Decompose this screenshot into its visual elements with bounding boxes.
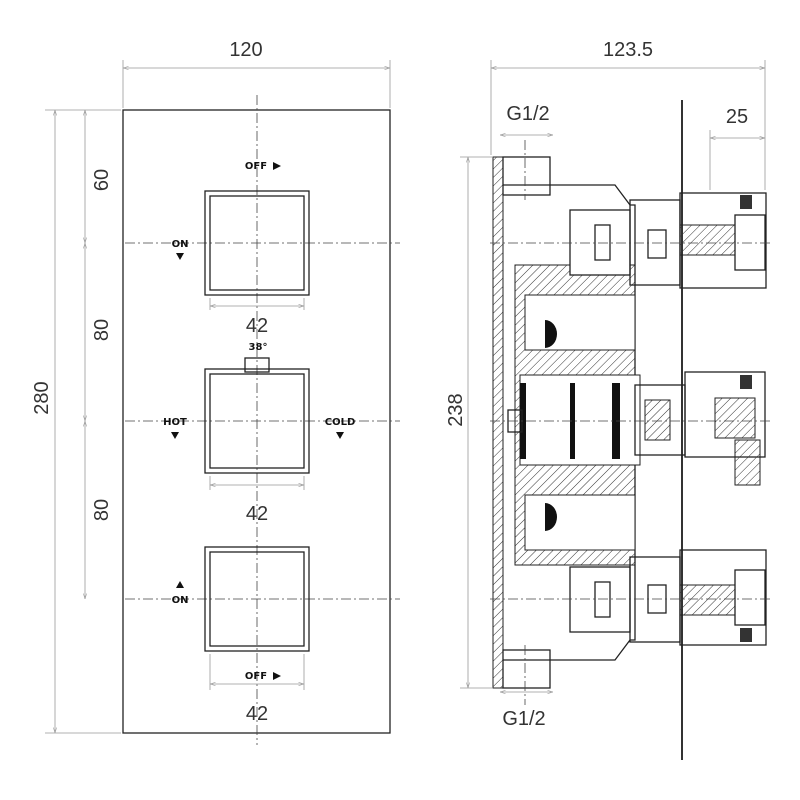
label-cold: COLD	[325, 417, 356, 428]
arrow-down-icon	[171, 432, 179, 439]
label-hot: HOT	[163, 417, 187, 428]
top-knob	[204, 190, 310, 296]
depth-dimension: 123.5	[603, 39, 653, 61]
label-bottom-on: ON	[172, 595, 189, 606]
bottom-cartridge	[569, 549, 767, 646]
side-view: 123.5 G1/2 G1/2 25 238	[445, 39, 770, 760]
inlet-top-label: G1/2	[506, 103, 549, 125]
knob-width-middle: 42	[246, 503, 268, 525]
inlet-bottom-label: G1/2	[502, 708, 545, 730]
body-height-dimension: 238	[445, 393, 467, 426]
knob-width-bottom: 42	[246, 703, 268, 725]
face-plate	[122, 109, 391, 734]
arrow-down-icon	[336, 432, 344, 439]
height-dimension: 280	[31, 381, 53, 414]
label-top-on: ON	[172, 239, 189, 250]
label-top-off: OFF	[245, 161, 267, 172]
arrow-right-icon	[273, 672, 281, 680]
bottom-knob	[204, 546, 310, 652]
knob-width-top: 42	[246, 315, 268, 337]
arrow-down-icon	[176, 253, 184, 260]
arrow-up-icon	[176, 581, 184, 588]
arrow-right-icon	[273, 162, 281, 170]
middle-knob	[204, 357, 310, 474]
label-bottom-off: OFF	[245, 671, 267, 682]
spacing-dimension-bottom: 80	[91, 499, 113, 521]
width-dimension: 120	[229, 39, 262, 61]
spacing-dimension-top: 60	[91, 169, 113, 191]
spacing-dimension-middle: 80	[91, 319, 113, 341]
front-view: 120 280 60 80 80 42	[31, 39, 400, 745]
label-angle: 38°	[249, 342, 268, 353]
top-cartridge	[569, 192, 767, 289]
middle-cartridge	[634, 371, 766, 486]
spindle-dimension: 25	[726, 106, 748, 128]
